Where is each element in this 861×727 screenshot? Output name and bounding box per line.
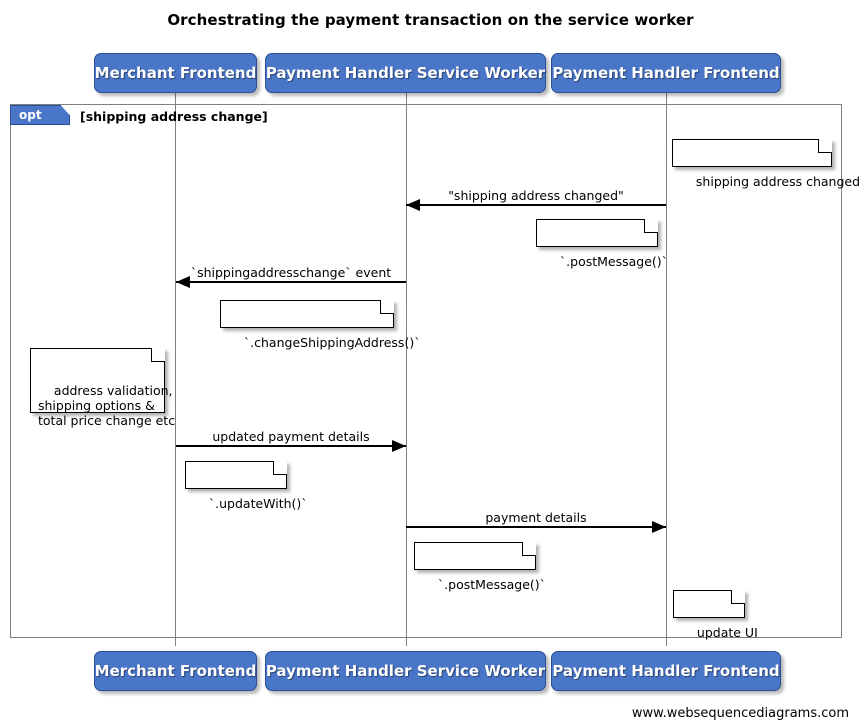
note-post-message-1: `.postMessage()`	[536, 218, 668, 269]
note-post-message-2: `.postMessage()`	[414, 541, 546, 592]
message-arrowhead-shippingaddresschange-event	[176, 276, 190, 288]
actor-box-bottom-payment-handler-service-worker[interactable]: Payment Handler Service Worker	[265, 651, 546, 691]
message-label-payment-details: payment details	[485, 510, 587, 525]
note-fold-icon	[522, 541, 536, 556]
note-text: `.updateWith()`	[208, 496, 308, 511]
message-label-shippingaddresschange-event: `shippingaddresschange` event	[190, 265, 392, 280]
note-text: `.changeShippingAddress()`	[243, 335, 421, 350]
note-fold-icon	[644, 218, 658, 233]
actor-label: Payment Handler Frontend	[552, 662, 780, 680]
actor-box-top-merchant-frontend[interactable]: Merchant Frontend	[94, 53, 257, 93]
note-text: address validation, shipping options & t…	[38, 383, 176, 428]
lifeline-payment-handler-service-worker	[406, 93, 407, 646]
note-text: update UI	[696, 625, 758, 640]
actor-label: Payment Handler Frontend	[552, 64, 780, 82]
note-fold-icon	[818, 138, 832, 153]
actor-label: Payment Handler Service Worker	[265, 64, 546, 82]
note-address-validation: address validation, shipping options & t…	[30, 347, 175, 428]
note-update-ui: update UI	[673, 589, 758, 640]
fragment-tag-opt: opt	[10, 105, 70, 125]
message-label-updated-payment-details: updated payment details	[212, 429, 370, 444]
note-update-with: `.updateWith()`	[185, 460, 308, 511]
message-line-updated-payment-details	[176, 445, 406, 447]
note-fold-icon	[273, 460, 287, 475]
note-text: `.postMessage()`	[437, 577, 546, 592]
message-line-shipping-address-changed	[406, 204, 666, 206]
note-text: shipping address changed	[695, 174, 861, 189]
actor-box-top-payment-handler-service-worker[interactable]: Payment Handler Service Worker	[265, 53, 546, 93]
message-line-shippingaddresschange-event	[176, 281, 406, 283]
lifeline-payment-handler-frontend	[666, 93, 667, 646]
note-fold-icon	[380, 299, 394, 314]
message-arrowhead-shipping-address-changed	[406, 199, 420, 211]
message-arrowhead-payment-details	[652, 521, 666, 533]
fragment-tag-label: opt	[19, 108, 42, 122]
actor-box-bottom-merchant-frontend[interactable]: Merchant Frontend	[94, 651, 257, 691]
message-arrowhead-updated-payment-details	[392, 440, 406, 452]
fragment-condition-label: [shipping address change]	[80, 109, 268, 124]
fragment-frame-opt	[10, 104, 842, 638]
actor-label: Merchant Frontend	[94, 64, 257, 82]
note-fold-icon	[151, 347, 165, 362]
actor-label: Payment Handler Service Worker	[265, 662, 546, 680]
actor-label: Merchant Frontend	[94, 662, 257, 680]
actor-box-bottom-payment-handler-frontend[interactable]: Payment Handler Frontend	[551, 651, 781, 691]
message-line-payment-details	[406, 526, 666, 528]
note-fold-icon	[731, 589, 745, 604]
lifeline-merchant-frontend	[175, 93, 176, 646]
note-shipping-address-changed: shipping address changed	[672, 138, 860, 189]
note-text: `.postMessage()`	[559, 254, 668, 269]
footer-watermark: www.websequencediagrams.com	[631, 706, 849, 721]
page-title: Orchestrating the payment transaction on…	[167, 11, 694, 29]
note-change-shipping-address: `.changeShippingAddress()`	[220, 299, 420, 350]
actor-box-top-payment-handler-frontend[interactable]: Payment Handler Frontend	[551, 53, 781, 93]
message-label-shipping-address-changed: "shipping address changed"	[448, 188, 624, 203]
